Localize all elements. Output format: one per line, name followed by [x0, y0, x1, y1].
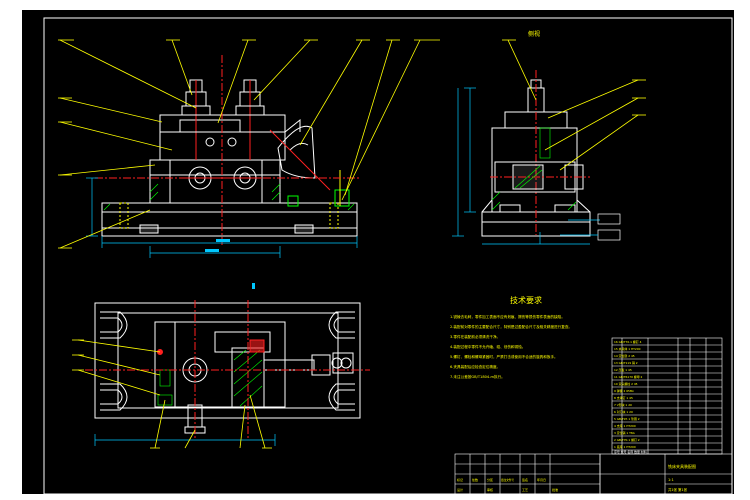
title-block-label-1: 处数: [472, 477, 478, 482]
title-block-sheet: 共1张 第1张: [668, 487, 688, 492]
title-block-label-4: 签名: [522, 477, 528, 482]
bom-row-11: 6 对刀块 1 20: [614, 409, 633, 414]
side-view-title: 侧视: [528, 30, 540, 38]
title-block-label-3: 更改文件号: [501, 478, 514, 482]
sheet-frame: [43, 17, 733, 495]
u-slot-tr: [333, 317, 355, 333]
bom-row-4: 13 GB/T119 销 2: [614, 360, 638, 365]
bom-row-6: 11 GB/T6170 螺母 2: [614, 374, 643, 379]
bom-row-12: 5 GB/T97.1 垫圈 2: [614, 416, 640, 421]
title-block-label-7: 审核: [487, 487, 493, 492]
tech-req-line-7: 7.未注公差按GB/T1804-m执行。: [450, 374, 505, 379]
bom-row-2: 15 夹具体 1 HT200: [614, 346, 641, 351]
tech-req-line-4: 4.装配过程中零件不允许磕、碰、划伤和锈蚀。: [450, 344, 525, 349]
top-view: [72, 300, 370, 449]
tech-req-line-1: 1.锐棱去毛刺，零件加工表面不应有划痕、擦伤等损伤零件表面的缺陷。: [450, 314, 565, 319]
title-block-label-2: 分区: [487, 477, 493, 482]
section-marker: [252, 283, 255, 289]
title-block-label-8: 工艺: [522, 487, 528, 492]
bom-text: 16 GB/T70.1 螺钉 4 15 夹具体 1 HT200 14 定位键 2…: [614, 339, 647, 454]
bom-row-14: 3 定位销 1 T8A: [614, 430, 635, 435]
side-view: [452, 39, 646, 245]
title-block-scale: 1:1: [668, 478, 674, 482]
title-block-name: 铣床夹具装配图: [668, 463, 696, 469]
u-slot-br: [333, 389, 355, 405]
bom-row-10: 7 V形块 1 20: [614, 402, 632, 407]
bom-row-5: 12 压板 1 45: [614, 367, 632, 372]
top-base: [94, 302, 361, 419]
bom-row-16: 1 底座 1 HT200: [614, 444, 636, 449]
bom-row-9: 8 支承钉 1 45: [614, 395, 633, 400]
tech-req-line-5: 5.螺钉、螺栓和螺母紧固时，严禁打击或使用不合适的旋具和扳手。: [450, 354, 558, 359]
title-block-label-0: 标记: [457, 477, 463, 482]
u-slot-tl: [100, 317, 123, 333]
tech-req-line-6: 6.夹具装配后应检查定位精度。: [450, 364, 500, 369]
front-view: [58, 39, 440, 258]
title-block-text: 铣床夹具装配图 1:1 共1张 第1张 标记 处数 分区 更改文件号 签名 年月…: [457, 463, 696, 492]
bom-row-1: 16 GB/T70.1 螺钉 4: [614, 339, 642, 344]
drawing-area: [22, 10, 734, 494]
title-block-label-6: 设计: [457, 487, 463, 492]
bom-row-13: 4 支座 1 HT200: [614, 423, 636, 428]
bom-row-3: 14 定位键 2 45: [614, 353, 635, 358]
bom-row-7: 10 双头螺柱 2 45: [614, 381, 638, 386]
bom-header: 序号 代号 名称 数量 材料: [614, 449, 647, 454]
tech-req-line-2: 2.装配前对零件的主要配合尺寸，特别是过盈配合尺寸及相关精度进行复查。: [450, 324, 572, 329]
technical-requirements: 技术要求 1.锐棱去毛刺，零件加工表面不应有划痕、擦伤等损伤零件表面的缺陷。 2…: [450, 295, 572, 379]
tech-req-title: 技术要求: [510, 295, 542, 305]
tech-req-line-3: 3.零件在装配前必须清洗干净。: [450, 334, 500, 339]
u-slot-bl: [100, 389, 123, 405]
title-block-label-5: 年月日: [537, 477, 546, 482]
bom-row-15: 2 GB/T70.1 螺钉 2: [614, 437, 640, 442]
bom-row-8: 9 弹簧 2 65Mn: [614, 388, 634, 393]
title-block-label-9: 批准: [552, 487, 558, 492]
title-block: [454, 453, 733, 495]
